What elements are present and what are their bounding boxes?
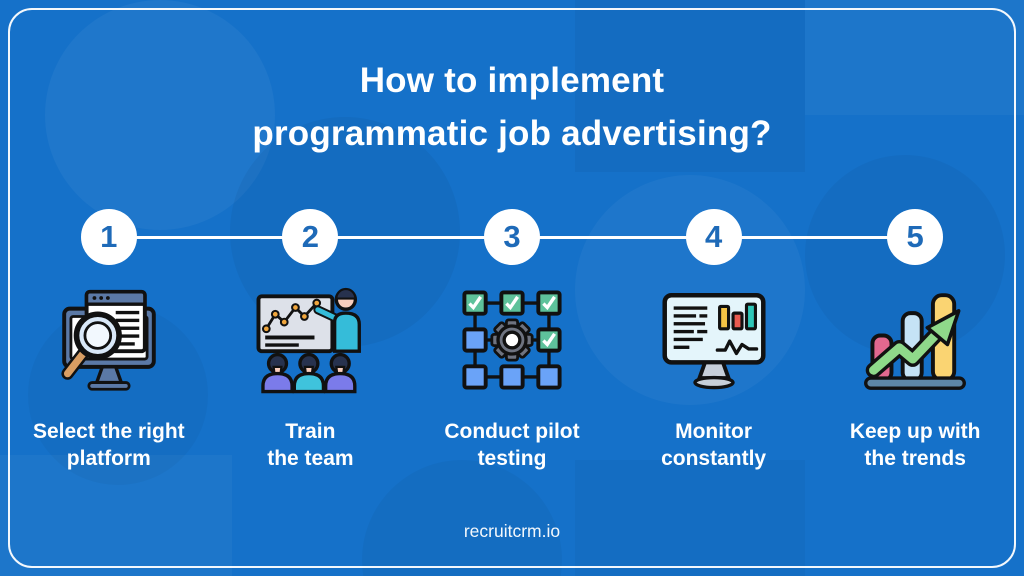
title-line-2: programmatic job advertising? <box>252 114 772 153</box>
step-label-1-line-2: platform <box>66 447 151 470</box>
trends-growth-icon <box>864 293 967 390</box>
step-column-2: Train the team <box>210 284 412 472</box>
step-label-2-line-2: the team <box>267 447 354 470</box>
search-platform-icon <box>61 289 156 391</box>
step-column-4: Monitor constantly <box>613 284 815 472</box>
step-circle-2: 2 <box>282 209 339 265</box>
step-label-3-line-2: testing <box>477 447 547 470</box>
step-label-5-line-2: the trends <box>864 447 966 470</box>
training-presentation-icon <box>256 287 362 394</box>
step-label-5-line-1: Keep up with <box>849 420 981 443</box>
monitoring-dashboard-icon <box>662 292 766 390</box>
timeline-cell-1: 1 <box>8 209 210 265</box>
step-circle-3: 3 <box>483 209 540 265</box>
step-number-2: 2 <box>301 219 320 254</box>
workflow-testing-icon <box>462 290 562 390</box>
step-number-5: 5 <box>906 219 924 254</box>
website-url: recruitcrm.io <box>463 521 561 541</box>
timeline-cell-3: 3 <box>411 209 613 265</box>
step-label-2-line-1: Train <box>285 420 336 443</box>
step-column-1: Select the right platform <box>8 284 210 472</box>
step-label-5: Keep up with the trends <box>850 418 981 472</box>
step-label-2: Train the team <box>267 418 353 472</box>
step-circle-5: 5 <box>887 209 944 265</box>
timeline: 1 2 3 4 5 <box>8 209 1016 265</box>
step-label-4: Monitor constantly <box>661 418 766 472</box>
step-label-3: Conduct pilot testing <box>444 418 579 472</box>
step-circle-1: 1 <box>80 209 137 265</box>
step-number-3: 3 <box>503 219 521 254</box>
step-label-3-line-1: Conduct pilot <box>444 420 580 443</box>
steps-row: Select the right platform <box>8 284 1016 472</box>
step-label-1: Select the right platform <box>33 418 185 472</box>
timeline-cell-4: 4 <box>613 209 815 265</box>
timeline-cell-5: 5 <box>814 209 1016 265</box>
timeline-cell-2: 2 <box>210 209 412 265</box>
step-column-3: Conduct pilot testing <box>411 284 613 472</box>
step-column-5: Keep up with the trends <box>814 284 1016 472</box>
title-line-1: How to implement <box>359 61 665 100</box>
page-title: How to implement programmatic job advert… <box>0 54 1024 160</box>
step-label-4-line-2: constantly <box>661 447 767 470</box>
step-number-4: 4 <box>704 219 723 254</box>
step-circle-4: 4 <box>685 209 742 265</box>
step-label-1-line-1: Select the right <box>32 420 185 443</box>
step-label-4-line-1: Monitor <box>675 420 753 443</box>
step-number-1: 1 <box>100 219 118 254</box>
